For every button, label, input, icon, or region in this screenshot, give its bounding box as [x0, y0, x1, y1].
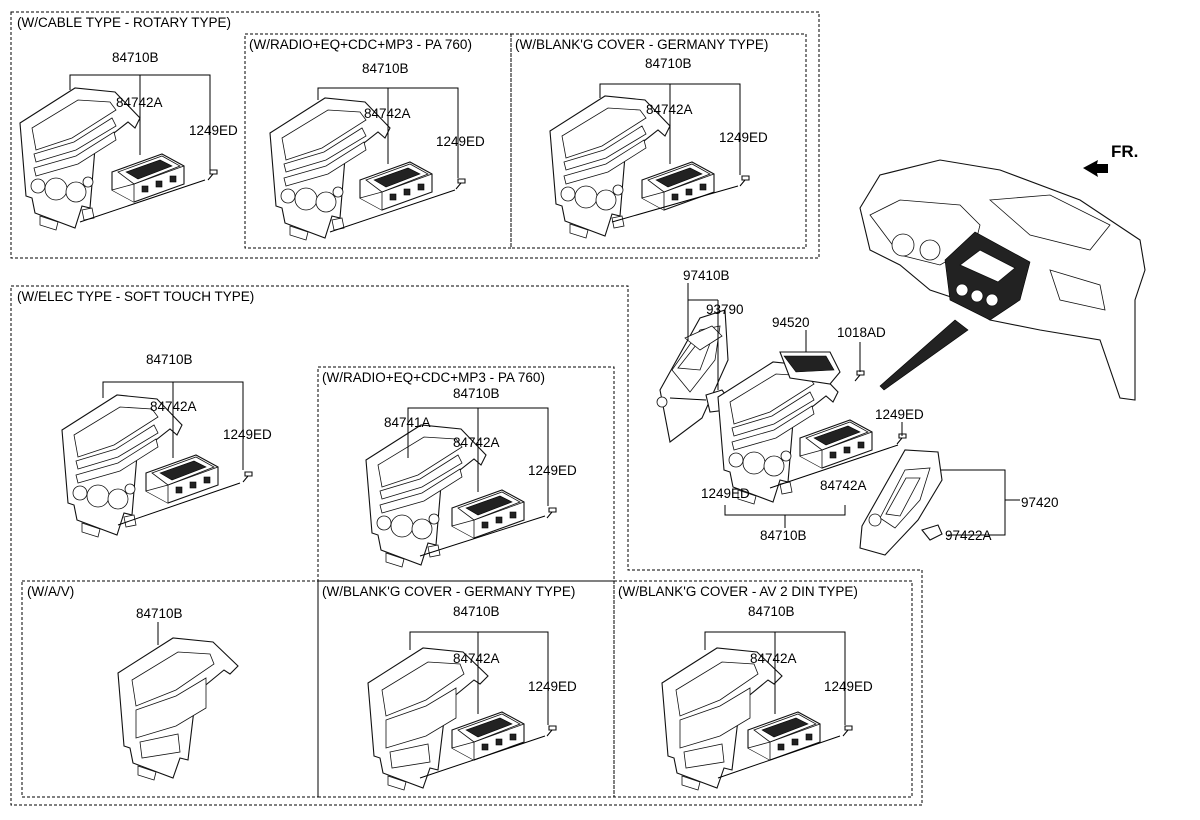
label-84742a: 84742A — [116, 95, 163, 110]
front-arrow-icon — [1083, 160, 1108, 177]
assembly-germany-bottom: 84710B 84742A 1249ED — [367, 604, 577, 791]
label-84710b: 84710B — [146, 352, 193, 367]
label-1249ed: 1249ED — [719, 130, 768, 145]
label-84710b: 84710B — [112, 50, 159, 65]
label-84710b: 84710B — [136, 606, 183, 621]
label-1249ed: 1249ED — [824, 679, 873, 694]
front-label: FR. — [1111, 142, 1138, 161]
label-1249ed: 1249ED — [701, 486, 750, 501]
label-84742a: 84742A — [150, 399, 197, 414]
assembly-cable-rotary: 84710B 84742A 1249ED — [19, 50, 238, 231]
label-1249ed: 1249ED — [528, 463, 577, 478]
front-direction-indicator: FR. — [1083, 142, 1138, 177]
assembly-av2din: 84710B 84742A 1249ED — [661, 604, 873, 791]
clip-97422a — [921, 524, 943, 541]
section-title-cable-rotary: (W/CABLE TYPE - ROTARY TYPE) — [17, 15, 231, 30]
label-84742a: 84742A — [453, 651, 500, 666]
section-title-av2din: (W/BLANK'G COVER - AV 2 DIN TYPE) — [618, 584, 858, 599]
section-box-germany-top — [510, 33, 807, 249]
section-box-cable-rotary — [10, 11, 820, 259]
section-box-germany-bottom — [317, 580, 615, 798]
section-title-radio-mid: (W/RADIO+EQ+CDC+MP3 - PA 760) — [322, 370, 545, 385]
label-84742a: 84742A — [750, 651, 797, 666]
label-84710b: 84710B — [453, 386, 500, 401]
label-94520: 94520 — [772, 315, 810, 330]
label-1249ed: 1249ED — [189, 123, 238, 138]
label-97422a: 97422A — [945, 528, 992, 543]
assembly-elec-soft-touch: 84710B 84742A 1249ED — [61, 352, 272, 538]
label-84741a: 84741A — [384, 415, 431, 430]
assembly-radio-top: 84710B 84742A 1249ED — [269, 61, 485, 241]
label-84710b: 84710B — [362, 61, 409, 76]
section-title-germany-top: (W/BLANK'G COVER - GERMANY TYPE) — [515, 37, 768, 52]
section-title-radio-top: (W/RADIO+EQ+CDC+MP3 - PA 760) — [249, 37, 472, 52]
assembly-av: 84710B — [117, 606, 239, 781]
label-84710b: 84710B — [748, 604, 795, 619]
label-84710b: 84710B — [645, 56, 692, 71]
label-97420: 97420 — [1021, 495, 1059, 510]
label-84710b: 84710B — [453, 604, 500, 619]
dashboard-overview — [859, 159, 1146, 401]
label-84742a: 84742A — [646, 102, 693, 117]
label-1249ed: 1249ED — [223, 427, 272, 442]
section-box-elec-soft-touch — [10, 285, 923, 806]
label-1018ad: 1018AD — [837, 325, 886, 340]
assembly-germany-top: 84710B 84742A 1249ED — [549, 56, 768, 239]
section-title-av: (W/A/V) — [27, 584, 74, 599]
label-84742a: 84742A — [453, 435, 500, 450]
section-title-germany-bottom: (W/BLANK'G COVER - GERMANY TYPE) — [322, 584, 575, 599]
section-box-av — [21, 580, 319, 798]
label-97410b: 97410B — [683, 268, 730, 283]
label-84742a: 84742A — [364, 106, 411, 121]
callout-wedge — [879, 319, 969, 391]
section-title-elec-soft-touch: (W/ELEC TYPE - SOFT TOUCH TYPE) — [17, 289, 254, 304]
assembly-exploded-main: 97410B 93790 94520 1018AD 1249ED 84742A … — [656, 268, 1059, 556]
label-1249ed: 1249ED — [436, 134, 485, 149]
label-93790: 93790 — [706, 302, 744, 317]
label-84710b: 84710B — [760, 528, 807, 543]
section-box-av2din — [613, 580, 913, 798]
label-84742a: 84742A — [820, 478, 867, 493]
label-1249ed: 1249ED — [528, 679, 577, 694]
assembly-radio-mid: 84710B 84741A 84742A 1249ED — [365, 386, 577, 568]
label-1249ed: 1249ED — [875, 407, 924, 422]
